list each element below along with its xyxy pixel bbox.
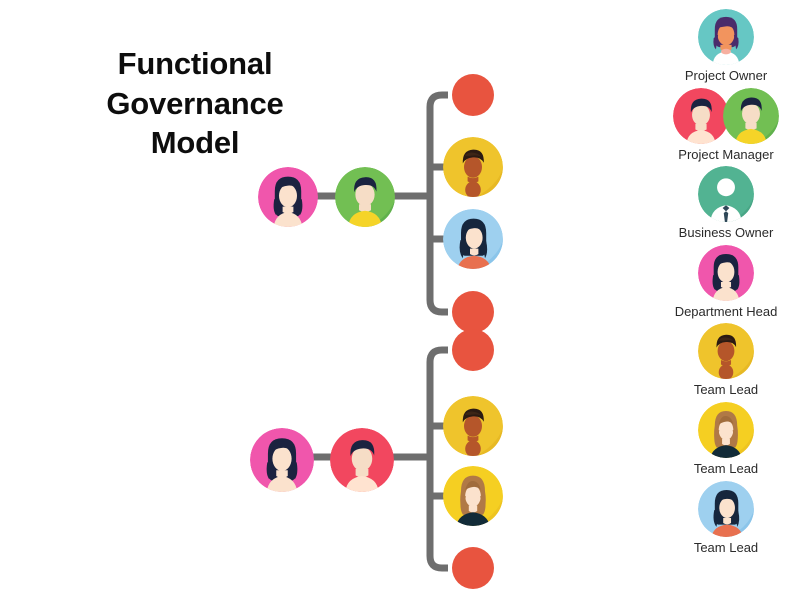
legend-label: Business Owner — [678, 225, 774, 241]
legend-label: Team Lead — [693, 460, 759, 476]
legend-item[interactable]: Team Lead — [652, 480, 800, 556]
legend-label: Department Head — [674, 303, 778, 319]
legend-avatar-group — [698, 165, 754, 223]
legend-label: Project Manager — [678, 146, 774, 162]
woman-teal-avatar-icon — [698, 9, 754, 65]
legend-item[interactable]: Project Manager — [652, 87, 800, 163]
legend-item[interactable]: Team Lead — [652, 401, 800, 477]
man-red-avatar-icon — [673, 87, 729, 144]
woman-yellow-avatar-icon — [698, 401, 754, 458]
legend-item[interactable]: Team Lead — [652, 322, 800, 398]
legend-label: Team Lead — [693, 539, 759, 555]
project-manager-node[interactable] — [335, 167, 395, 227]
child-dot-1[interactable] — [452, 74, 494, 116]
department-head-node[interactable] — [258, 167, 318, 227]
legend-avatar-group — [698, 322, 754, 380]
department-head-node-2[interactable] — [250, 428, 314, 492]
legend-label: Team Lead — [693, 382, 759, 398]
team-lead-node-1[interactable] — [443, 137, 503, 197]
legend-item[interactable]: Business Owner — [652, 165, 800, 241]
team-lead-node-3[interactable] — [443, 396, 503, 456]
legend-item[interactable]: Project Owner — [652, 8, 800, 84]
legend-avatar-group — [698, 401, 754, 459]
project-manager-node-2[interactable] — [330, 428, 394, 492]
legend-label: Project Owner — [684, 68, 768, 83]
man-yellow-avatar-icon — [698, 323, 754, 380]
child-dot-4[interactable] — [452, 547, 494, 589]
legend: Project Owner Project Manager — [652, 8, 800, 558]
team-lead-node-4[interactable] — [443, 466, 503, 526]
legend-avatar-group — [698, 8, 754, 66]
legend-avatar-group — [698, 244, 754, 302]
legend-avatar-group — [673, 87, 779, 145]
page-title: Functional Governance Model — [106, 46, 284, 161]
legend-item[interactable]: Department Head — [652, 244, 800, 320]
woman-blue-avatar-icon — [698, 480, 754, 537]
man-green-avatar-icon — [723, 87, 779, 144]
team-lead-node-2[interactable] — [443, 209, 503, 269]
child-dot-3[interactable] — [452, 329, 494, 371]
child-dot-2[interactable] — [452, 291, 494, 333]
legend-avatar-group — [698, 480, 754, 538]
woman-pink-avatar-icon — [698, 244, 754, 301]
silhouette-tie-avatar-icon — [698, 166, 754, 223]
